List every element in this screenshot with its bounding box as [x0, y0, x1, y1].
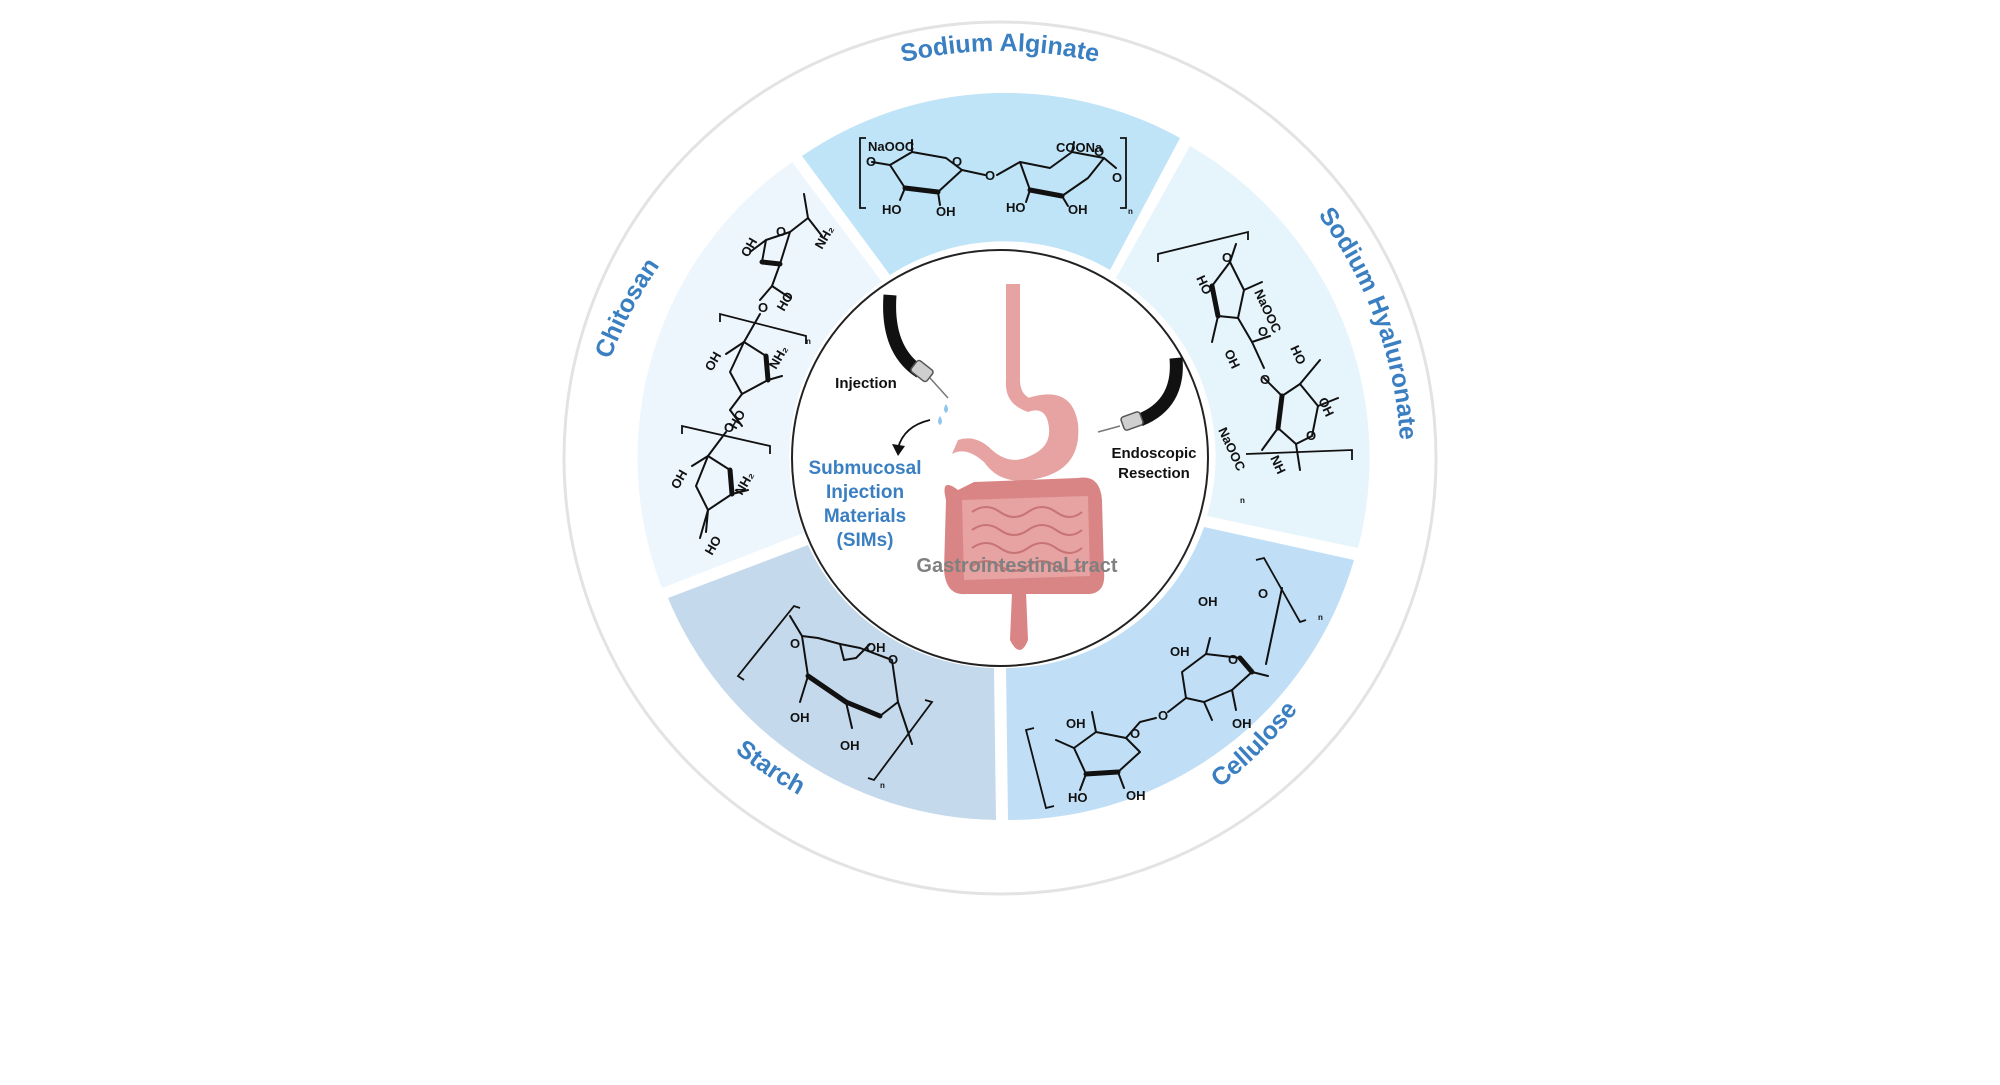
svg-text:OH: OH [1068, 202, 1088, 217]
svg-text:O: O [1306, 428, 1316, 443]
svg-text:O: O [1094, 144, 1104, 159]
svg-text:n: n [880, 781, 885, 790]
structure-sodium-alginate: n O NaOOC O HO OH O COONa O HO OH O [859, 137, 1133, 219]
gi-tract-illustration [944, 284, 1105, 650]
svg-text:n: n [1240, 496, 1245, 505]
svg-text:O: O [724, 420, 734, 435]
svg-text:HO: HO [1193, 273, 1215, 297]
svg-text:O: O [866, 154, 876, 169]
svg-text:O: O [758, 300, 768, 315]
structure-chitosan: n O NH₂ OH HO O OH NH₂ HO O OH NH₂ HO [668, 193, 837, 558]
sector-sodium-hyaluronate [1116, 146, 1370, 548]
sims-line-1: Submucosal [809, 458, 922, 479]
svg-text:OH: OH [1126, 788, 1146, 803]
svg-text:HO: HO [1287, 343, 1309, 367]
injection-arrow [897, 419, 931, 449]
sims-line-4: (SIMs) [837, 530, 894, 551]
svg-text:O: O [1258, 586, 1268, 601]
svg-text:O: O [776, 224, 786, 239]
svg-text:O: O [1260, 372, 1270, 387]
sims-line-2: Injection [826, 482, 904, 503]
injection-droplets [938, 404, 948, 425]
svg-text:OH: OH [1221, 347, 1243, 371]
svg-text:n: n [1318, 613, 1323, 622]
svg-text:O: O [952, 154, 962, 169]
svg-text:OH: OH [936, 204, 956, 219]
svg-text:O: O [1222, 250, 1232, 265]
svg-text:HO: HO [1006, 200, 1026, 215]
sector-sodium-alginate [802, 92, 1180, 275]
svg-text:O: O [1228, 652, 1238, 667]
structure-starch: n O OH O OH OH [736, 604, 934, 790]
svg-text:O: O [1258, 324, 1268, 339]
sector-cellulose [1006, 527, 1354, 820]
svg-text:n: n [1128, 207, 1133, 216]
structure-cellulose: n OH O HO OH O OH O OH OH O [1024, 556, 1323, 810]
svg-text:OH: OH [840, 738, 860, 753]
svg-text:O: O [985, 168, 995, 183]
gi-tract-label: Gastrointestinal tract [916, 555, 1118, 577]
svg-text:O: O [1130, 726, 1140, 741]
svg-text:HO: HO [882, 202, 902, 217]
injection-label: Injection [835, 375, 897, 392]
svg-text:OH: OH [1232, 716, 1252, 731]
svg-text:OH: OH [790, 710, 810, 725]
svg-text:OH: OH [866, 640, 886, 655]
svg-text:OH: OH [1066, 716, 1086, 731]
svg-text:OH: OH [1170, 644, 1190, 659]
resection-line-2: Resection [1118, 465, 1190, 482]
svg-text:O: O [1112, 170, 1122, 185]
svg-text:OH: OH [1315, 395, 1337, 419]
svg-text:NH: NH [1267, 453, 1289, 476]
sims-line-3: Materials [824, 506, 906, 527]
resection-line-1: Endoscopic [1111, 445, 1196, 462]
endoscope-left [883, 294, 949, 425]
svg-text:O: O [888, 652, 898, 667]
svg-text:n: n [806, 337, 811, 346]
injection-arrow-head [892, 444, 905, 456]
svg-text:COONa: COONa [1056, 140, 1103, 155]
sector-starch [668, 545, 996, 820]
svg-text:NaOOC: NaOOC [868, 139, 915, 154]
svg-text:O: O [790, 636, 800, 651]
svg-text:O: O [1158, 708, 1168, 723]
endoscope-right [1097, 357, 1183, 433]
svg-text:HO: HO [1068, 790, 1088, 805]
svg-text:OH: OH [1198, 594, 1218, 609]
